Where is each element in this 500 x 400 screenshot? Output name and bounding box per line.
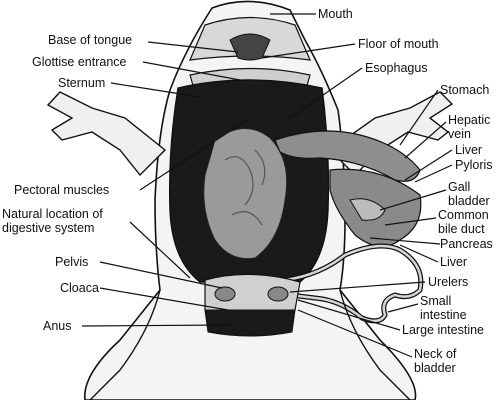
leader-pectoral	[139, 117, 251, 191]
leader-lines	[81, 13, 453, 358]
label-gall-bladder: Gall bladder	[448, 180, 490, 208]
leader-hepatic-vein	[404, 121, 447, 159]
digestive-mass	[203, 128, 288, 260]
leader-pancreas	[369, 237, 441, 245]
leader-stomach	[399, 89, 439, 146]
label-urelers: Urelers	[428, 275, 469, 289]
label-floor-of-mouth: Floor of mouth	[358, 37, 439, 51]
kidney-left	[214, 286, 236, 302]
leader-glottise	[142, 61, 241, 81]
leader-gall-bladder	[379, 189, 447, 211]
label-neck-of-bladder: Neck of bladder	[414, 347, 457, 375]
label-base-of-tongue: Base of tongue	[48, 33, 133, 47]
leader-natural-location	[129, 221, 191, 279]
label-pancreas: Pancreas	[440, 237, 493, 251]
label-pelvis: Pelvis	[55, 255, 89, 269]
leader-esophagus	[289, 67, 363, 119]
stomach-organ	[274, 130, 421, 182]
kidney-right	[267, 286, 289, 302]
leader-pyloris	[414, 164, 453, 183]
label-pectoral-muscles: Pectoral muscles	[14, 183, 110, 197]
label-mouth: Mouth	[318, 7, 353, 21]
leader-floor-of-mouth	[261, 43, 356, 59]
leader-base-of-tongue	[147, 41, 239, 53]
leg-left	[89, 289, 161, 400]
leader-anus	[81, 324, 231, 327]
label-hepatic-vein: Hepatic vein	[448, 113, 491, 141]
intestine-loop-inner	[267, 244, 423, 323]
label-large-intestine: Large intestine	[402, 323, 485, 337]
leader-large-intestine	[297, 299, 401, 331]
label-esophagus: Esophagus	[365, 61, 428, 75]
label-common-bile-duct: Common bile duct	[438, 208, 489, 236]
leader-urelers	[289, 281, 426, 293]
label-natural-location: Natural location of digestive system	[2, 207, 103, 235]
leader-liver-upper	[404, 149, 453, 181]
leader-sternum	[110, 82, 201, 98]
label-stomach: Stomach	[440, 83, 490, 97]
leader-liver-lower	[399, 244, 439, 263]
label-glottise-entrance: Glottise entrance	[32, 55, 127, 69]
label-cloaca: Cloaca	[60, 281, 99, 295]
label-liver-lower: Liver	[440, 255, 468, 269]
leader-cloaca	[99, 287, 229, 311]
leader-common-bile	[384, 217, 437, 226]
cloaca-region	[204, 309, 296, 337]
leader-neck-of-bladder	[297, 309, 413, 358]
label-liver-upper: Liver	[455, 143, 483, 157]
leader-small-intestine	[387, 303, 419, 313]
label-anus: Anus	[43, 319, 72, 333]
gall-bladder-organ	[349, 198, 386, 221]
label-pyloris: Pyloris	[455, 158, 493, 172]
label-small-intestine: Small intestine	[420, 294, 467, 322]
digestive-folds	[224, 149, 266, 226]
left-arm	[46, 91, 167, 177]
leader-pelvis	[99, 261, 223, 289]
label-sternum: Sternum	[58, 76, 106, 90]
